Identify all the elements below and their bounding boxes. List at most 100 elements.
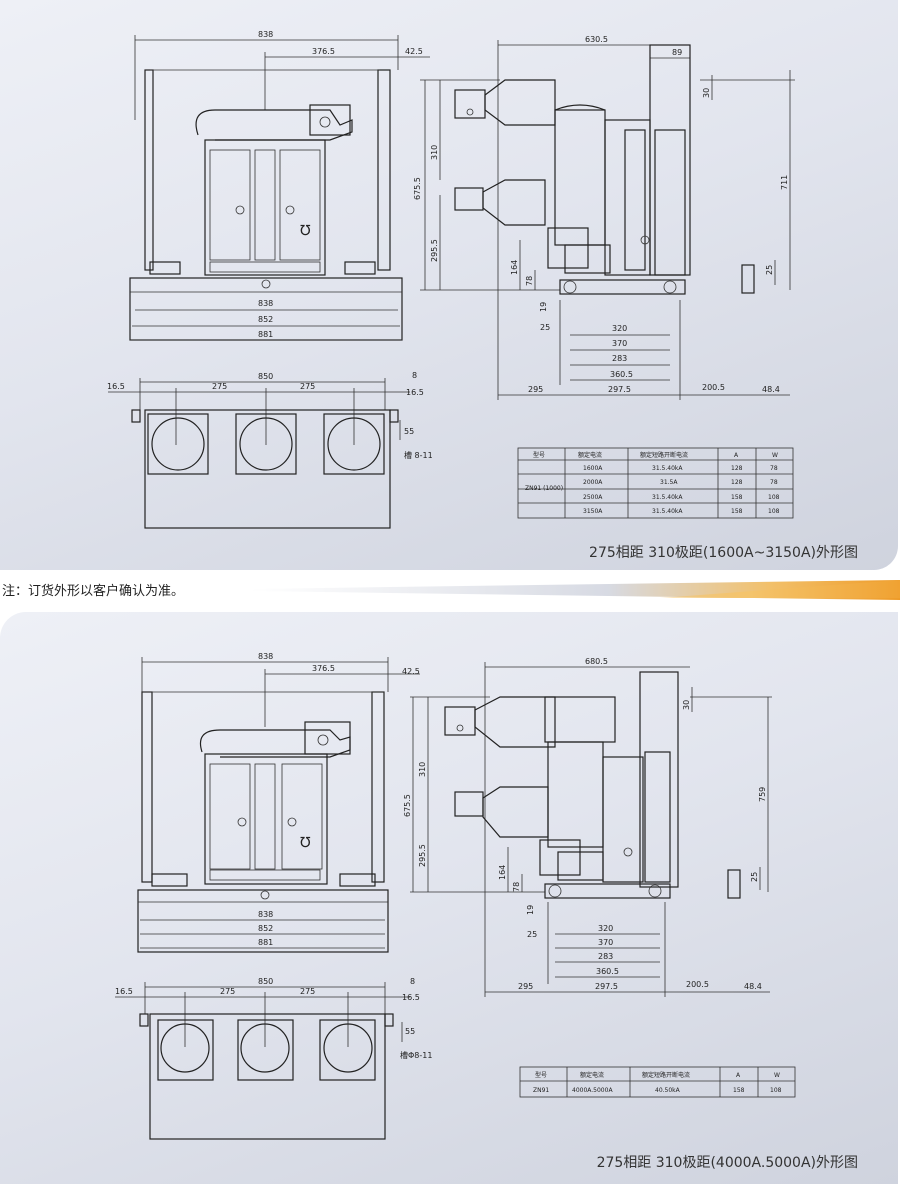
table2-r0c0: ZN91: [533, 1087, 549, 1094]
dim-side-w4: 360.5: [610, 370, 633, 379]
table2-h3: A: [736, 1072, 741, 1079]
caption-bottom: 275相距 310极距(4000A.5000A)外形图: [596, 1155, 858, 1171]
dim-side-w8: 48.4: [762, 385, 780, 394]
dim2-side-w3: 283: [598, 952, 613, 961]
dim-plan-overall: 850: [258, 372, 273, 381]
table2-r0c4: 108: [770, 1087, 782, 1094]
dim-side-h3: 310: [430, 145, 439, 160]
dim-side-h8: 19: [539, 302, 548, 312]
table1-r0c0: 1600A: [583, 465, 603, 472]
dim-side-w6: 297.5: [608, 385, 631, 394]
dim-front-b2: 852: [258, 315, 273, 324]
plan-view: 16.5 850 275 275 8 16.5 55 槽 8-11: [107, 371, 433, 529]
table1-r1c0: 2000A: [583, 479, 603, 486]
table1-r3c0: 3150A: [583, 508, 603, 515]
dim-side-w1: 320: [612, 324, 627, 333]
front-view: 838 376.5 42.5 ℧: [129, 30, 430, 341]
dim2-side-w5: 295: [518, 982, 533, 991]
table1-r0c2: 128: [731, 465, 743, 472]
table1-r0c1: 31.5.40kA: [652, 465, 683, 472]
dim-front-top-width: 838: [258, 30, 273, 39]
dim2-front-half: 376.5: [312, 664, 335, 673]
technical-drawing-top: 838 376.5 42.5 ℧: [107, 30, 795, 529]
dim2-plan-right-small: 8: [410, 977, 415, 986]
dim2-side-h6: 164: [498, 865, 507, 880]
dim2-plan-gap2: 275: [300, 987, 315, 996]
caption-top: 275相距 310极距(1600A~3150A)外形图: [589, 545, 858, 561]
table1-r2c1: 31.5.40kA: [652, 494, 683, 501]
dim2-side-h8: 19: [526, 905, 535, 915]
table2-r0c3: 158: [733, 1087, 745, 1094]
dim2-side-w4: 360.5: [596, 967, 619, 976]
dim2-side-w1: 320: [598, 924, 613, 933]
dim-front-edge: 42.5: [405, 47, 423, 56]
table2-h4: W: [774, 1072, 780, 1079]
dim2-side-h7: 78: [512, 882, 521, 892]
table1-r3c3: 108: [768, 508, 780, 515]
front-view-2: 838 376.5 42.5 ℧: [137, 652, 420, 953]
table1-r2c3: 108: [768, 494, 780, 501]
table1-r3c1: 31.5.40kA: [652, 508, 683, 515]
dim2-plan-right: 16.5: [402, 993, 420, 1002]
dim-side-h4: 675.5: [413, 177, 422, 200]
drawing-panel-bottom: 838 376.5 42.5 ℧: [0, 612, 898, 1184]
dim-side-h2: 711: [780, 175, 789, 190]
dim2-front-b1: 838: [258, 910, 273, 919]
dim-side-w5: 295: [528, 385, 543, 394]
dim2-plan-left: 16.5: [115, 987, 133, 996]
dim2-side-w2: 370: [598, 938, 613, 947]
dim2-side-top-width: 680.5: [585, 657, 608, 666]
dim-front-b3: 881: [258, 330, 273, 339]
table2-r0c1: 4000A.5000A: [572, 1087, 613, 1094]
spec-table-2: 型号 额定电流 额定短路开断电流 A W ZN91 4000A.5000A 40…: [519, 1066, 796, 1098]
dim-side-h5: 295.5: [430, 239, 439, 262]
plan-view-2: 16.5 850 275 275 8 16.5 55 槽Φ8-11: [115, 977, 432, 1140]
dim2-side-h10: 25: [750, 872, 759, 882]
side-view: 630.5 89 310 675.5 295.5 164 78 19 25: [413, 35, 795, 400]
dim2-plan-overall: 850: [258, 977, 273, 986]
dim-side-w7: 200.5: [702, 383, 725, 392]
dim-front-half: 376.5: [312, 47, 335, 56]
table1-r0c3: 78: [770, 465, 778, 472]
dim2-side-w8: 48.4: [744, 982, 762, 991]
drawing-panel-top: 838 376.5 42.5 ℧: [0, 0, 898, 570]
table2-h2: 额定短路开断电流: [642, 1071, 690, 1079]
spec-table: 型号 额定电流 额定短路开断电流 A W ZN91 (1000) 1600A 3…: [517, 447, 794, 519]
dim2-plan-slot: 槽Φ8-11: [400, 1050, 432, 1060]
dim-front-b1: 838: [258, 299, 273, 308]
dim-side-top-right: 89: [672, 48, 682, 57]
table1-r2c0: 2500A: [583, 494, 603, 501]
table1-r3c2: 158: [731, 508, 743, 515]
table2-h1: 额定电流: [580, 1071, 604, 1079]
dim2-side-h9: 25: [527, 930, 537, 939]
dim-side-top-width: 630.5: [585, 35, 608, 44]
dim-plan-gap2: 275: [300, 382, 315, 391]
table1-r1c1: 31.5A: [660, 479, 678, 486]
side-view-2: 680.5 310 675.5 295.5 164 78 19 25 759 3…: [403, 657, 772, 997]
dim-plan-slot: 槽 8-11: [404, 450, 433, 460]
table1-h4: W: [772, 452, 778, 459]
dim2-side-h2: 759: [758, 787, 767, 802]
order-note: 注：订货外形以客户确认为准。: [2, 584, 185, 599]
dim-plan-right: 16.5: [406, 388, 424, 397]
dim2-front-b2: 852: [258, 924, 273, 933]
dim-side-w2: 370: [612, 339, 627, 348]
table2-r0c2: 40.50kA: [655, 1087, 681, 1094]
dim2-side-h3: 310: [418, 762, 427, 777]
dim2-front-edge: 42.5: [402, 667, 420, 676]
table1-h0: 型号: [533, 451, 545, 459]
table1-h2: 额定短路开断电流: [640, 451, 688, 459]
dim2-plan-side: 55: [405, 1027, 415, 1036]
dim2-plan-gap1: 275: [220, 987, 235, 996]
table1-r1c2: 128: [731, 479, 743, 486]
dim2-side-h5: 295.5: [418, 844, 427, 867]
dim-side-w3: 283: [612, 354, 627, 363]
dim-plan-side: 55: [404, 427, 414, 436]
table1-model: ZN91 (1000): [525, 485, 563, 492]
dim-plan-gap1: 275: [212, 382, 227, 391]
table2-h0: 型号: [535, 1071, 547, 1079]
table1-h1: 额定电流: [578, 451, 602, 459]
dim-side-h1: 30: [702, 88, 711, 98]
dim-side-h6: 164: [510, 260, 519, 275]
svg-text:℧: ℧: [300, 835, 311, 851]
